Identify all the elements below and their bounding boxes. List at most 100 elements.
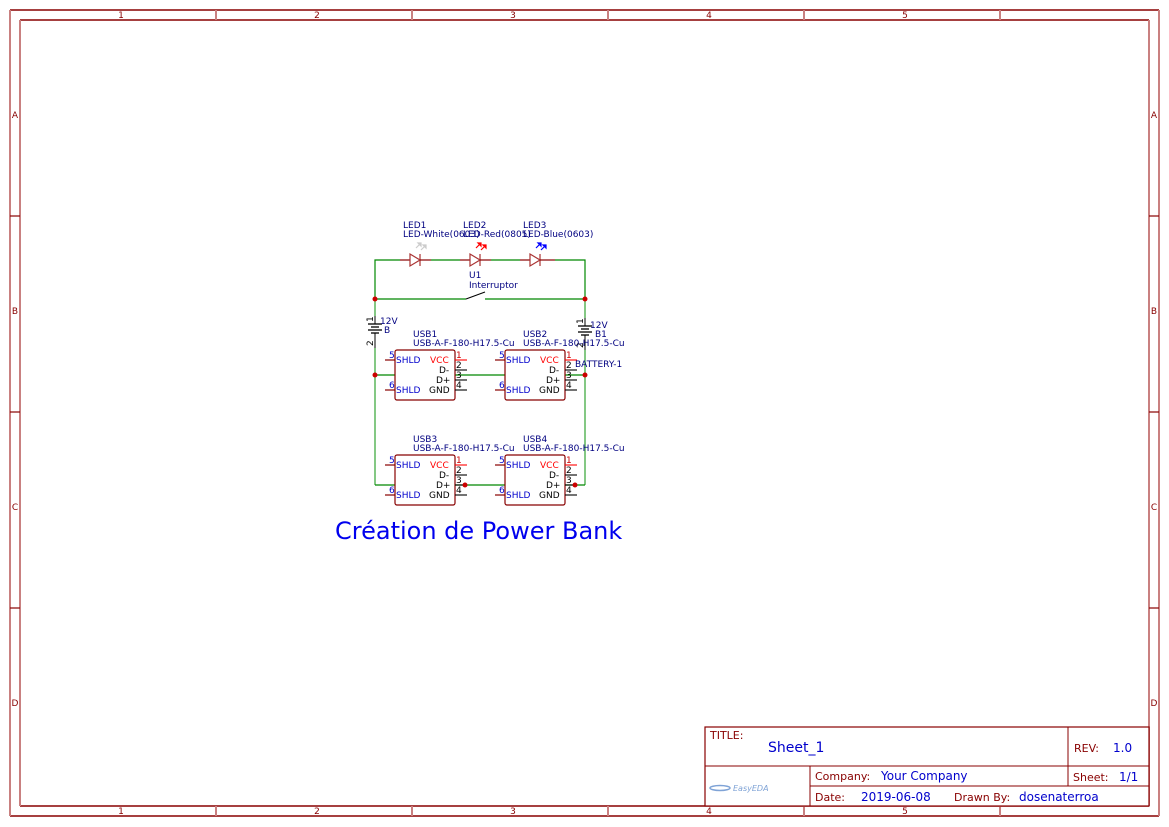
junction-dot — [572, 482, 578, 488]
usb-value: USB-A-F-180-H17.5-Cu — [523, 339, 625, 349]
pin-name-gnd: GND — [429, 491, 450, 501]
column-label: 2 — [314, 11, 320, 21]
pin-number: 4 — [456, 381, 462, 391]
pin-number: 1 — [456, 456, 462, 466]
wire[interactable] — [374, 259, 400, 299]
led-1[interactable]: LED1 LED-White(0603) — [400, 221, 480, 268]
usb-connector-2[interactable]: USB2USB-A-F-180-H17.5-CuSHLDSHLDVCCD-D+G… — [495, 330, 625, 401]
pin-name-shld: SHLD — [506, 356, 530, 366]
led-3[interactable]: LED3 LED-Blue(0603) — [520, 221, 593, 268]
easyeda-logo: EasyEDA — [709, 784, 769, 793]
usb-connector-3[interactable]: USB3USB-A-F-180-H17.5-CuSHLDSHLDVCCD-D+G… — [385, 435, 515, 506]
rev-label: REV: — [1074, 742, 1099, 755]
usb-connectors: USB1USB-A-F-180-H17.5-CuSHLDSHLDVCCD-D+G… — [385, 330, 625, 506]
component-body — [504, 349, 566, 401]
junction-dot — [372, 372, 378, 378]
pin-name-gnd: GND — [539, 491, 560, 501]
usb-ref: USB2 — [523, 330, 547, 340]
pin-name-shld: SHLD — [506, 461, 530, 471]
switch-value: Interruptor — [469, 281, 518, 291]
pin-name-shld: SHLD — [506, 386, 530, 396]
usb-value: USB-A-F-180-H17.5-Cu — [523, 444, 625, 454]
company-label: Company: — [815, 770, 870, 783]
pin-number: 2 — [566, 361, 572, 371]
column-label: 3 — [510, 11, 516, 21]
pin-name-dminus: D- — [549, 366, 559, 376]
company-value: Your Company — [880, 769, 968, 783]
pin-number: 6 — [499, 381, 505, 391]
junction-dot — [582, 372, 588, 378]
pin-number: 1 — [566, 456, 572, 466]
pin-number: 1 — [566, 351, 572, 361]
battery-b1[interactable]: 1 2 12V B1 BATTERY-1 — [575, 318, 622, 370]
component-body — [504, 454, 566, 506]
light-rays-icon — [535, 242, 547, 251]
column-label: 5 — [902, 11, 908, 21]
date-value: 2019-06-08 — [861, 790, 931, 804]
usb-ref: USB4 — [523, 435, 547, 445]
light-rays-icon — [415, 242, 427, 251]
pin-number: 5 — [389, 456, 395, 466]
pin-name-gnd: GND — [429, 386, 450, 396]
pin-number: 3 — [566, 476, 572, 486]
pin-number: 4 — [566, 381, 572, 391]
battery-pin-1: 1 — [576, 318, 586, 324]
column-label: 4 — [706, 807, 712, 817]
row-label: D — [1151, 699, 1158, 709]
junctions — [372, 296, 588, 488]
pin-number: 2 — [456, 361, 462, 371]
column-label: 1 — [118, 11, 124, 21]
switch-ref: U1 — [469, 271, 481, 281]
sheet-label: Sheet: — [1073, 771, 1109, 784]
battery-pin-2: 2 — [576, 342, 586, 348]
usb-ref: USB3 — [413, 435, 437, 445]
row-label: C — [1151, 503, 1157, 513]
junction-dot — [462, 482, 468, 488]
title-block: TITLE: Sheet_1 REV: 1.0 Company: Your Co… — [704, 726, 1150, 807]
row-label: D — [12, 699, 19, 709]
battery-voltage: 12V — [380, 317, 398, 327]
sheet-frame: 1 2 3 4 5 1 2 3 4 5 A B C D A B C D — [9, 9, 1160, 817]
led-ref: LED3 — [523, 221, 546, 231]
pin-name-vcc: VCC — [540, 356, 559, 366]
rev-value: 1.0 — [1113, 741, 1132, 755]
usb-connector-1[interactable]: USB1USB-A-F-180-H17.5-CuSHLDSHLDVCCD-D+G… — [385, 330, 515, 401]
battery-pin-2: 2 — [366, 340, 376, 346]
cloud-icon — [709, 784, 731, 792]
led-2[interactable]: LED2 LED-Red(0805) — [460, 221, 531, 268]
junction-dot — [372, 296, 378, 302]
pin-number: 2 — [456, 466, 462, 476]
pin-name-shld: SHLD — [396, 356, 420, 366]
led-ref: LED1 — [403, 221, 426, 231]
column-label: 5 — [902, 807, 908, 817]
row-label: A — [12, 111, 19, 121]
led-ref: LED2 — [463, 221, 486, 231]
drawn-by-value: dosenaterroa — [1019, 790, 1099, 804]
switch-u1[interactable]: U1 Interruptor — [465, 271, 518, 300]
pin-name-shld: SHLD — [396, 491, 420, 501]
pin-name-vcc: VCC — [540, 461, 559, 471]
column-label: 3 — [510, 807, 516, 817]
sheet-value: 1/1 — [1119, 770, 1138, 784]
battery-ref: B1 — [595, 330, 607, 340]
usb-value: USB-A-F-180-H17.5-Cu — [413, 339, 515, 349]
pin-name-dminus: D- — [439, 366, 449, 376]
usb-ref: USB1 — [413, 330, 437, 340]
pin-number: 5 — [389, 351, 395, 361]
pin-number: 5 — [499, 351, 505, 361]
column-label: 2 — [314, 807, 320, 817]
pin-name-shld: SHLD — [506, 491, 530, 501]
pin-name-dplus: D+ — [546, 376, 560, 386]
usb-value: USB-A-F-180-H17.5-Cu — [413, 444, 515, 454]
row-label: B — [12, 307, 18, 317]
usb-connector-4[interactable]: USB4USB-A-F-180-H17.5-CuSHLDSHLDVCCD-D+G… — [495, 435, 625, 506]
wire[interactable] — [555, 259, 586, 299]
column-label: 4 — [706, 11, 712, 21]
pin-number: 2 — [566, 466, 572, 476]
battery-pin-1: 1 — [366, 316, 376, 322]
battery-b[interactable]: 1 2 12V B — [366, 316, 398, 348]
title-label: TITLE: — [709, 729, 743, 742]
junction-dot — [582, 296, 588, 302]
pin-number: 3 — [456, 371, 462, 381]
